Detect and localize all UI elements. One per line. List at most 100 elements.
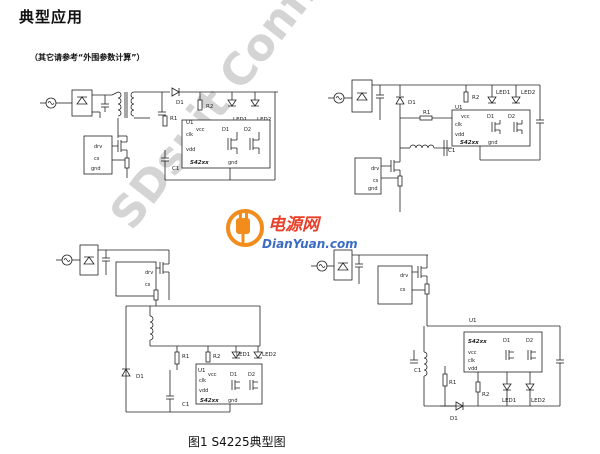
pin-gnd: gnd [228, 160, 238, 166]
pin-clk: clk [199, 378, 206, 384]
resistor-r2 [205, 351, 211, 363]
label-c1: C1 [172, 166, 179, 172]
pin-gnd: gnd [488, 140, 498, 146]
section-subheading: （其它请参考“外围参数计算”） [30, 53, 145, 62]
label-led2: LED2 [521, 90, 535, 96]
logo-en: DianYuan.com [262, 237, 358, 251]
pin-d1: D1 [222, 127, 229, 133]
pin-d1: D1 [503, 338, 510, 344]
ic-s42xx-1 [181, 119, 271, 169]
ctrl-pin-cs: cs [373, 178, 379, 184]
pin-clk: clk [455, 122, 462, 128]
ic-s42xx-3 [195, 363, 263, 405]
label-c1: C1 [182, 402, 189, 408]
pin-vdd: vdd [199, 388, 208, 394]
pin-vdd: vdd [468, 366, 477, 372]
ctrl-pin-cs: cs [94, 156, 100, 162]
bridge-rectifier [79, 244, 99, 276]
chip-name: S42xx [200, 398, 219, 404]
resistor-r1 [419, 115, 433, 121]
label-r2: R2 [206, 104, 213, 110]
resistor-r2 [463, 91, 469, 103]
circuit-1: D1 R1 R2 LED1 LED2 U1 clk vcc vdd [40, 87, 278, 181]
inductor [149, 315, 154, 341]
label-led2: LED2 [531, 398, 545, 404]
label-r1: R1 [449, 380, 456, 386]
chip-name: S42xx [190, 160, 209, 166]
label-led1: LED1 [502, 398, 516, 404]
controller-ic-3 [115, 261, 157, 297]
ctrl-pin-gnd: gnd [368, 186, 378, 192]
resistor-r2 [197, 99, 203, 111]
label-led2: LED2 [262, 352, 276, 358]
controller-ic-2 [354, 157, 382, 195]
label-r1: R1 [170, 116, 177, 122]
label-c1: C1 [448, 148, 455, 154]
transformer-primary [117, 91, 122, 117]
pin-d2: D2 [508, 114, 515, 120]
label-r1: R1 [182, 354, 189, 360]
resistor-r1 [162, 115, 168, 127]
led1-symbol [502, 383, 512, 391]
resistor-r2 [475, 381, 481, 393]
led2-symbol [511, 96, 521, 104]
pin-d1: D1 [487, 114, 494, 120]
resistor-r1 [174, 351, 180, 365]
led2-symbol [525, 383, 535, 391]
transformer-secondary [130, 91, 135, 117]
label-led1: LED1 [496, 90, 510, 96]
circuit-3: drv cs D1 R1 R2 [56, 244, 276, 413]
ctrl-pin-cs: cs [145, 282, 151, 288]
pin-d2: D2 [526, 338, 533, 344]
pin-vcc: vcc [196, 127, 205, 133]
section-heading: 典型应用 [19, 8, 84, 26]
pin-gnd: gnd [228, 398, 238, 404]
ctrl-pin-drv: drv [94, 144, 102, 150]
bridge-rectifier [71, 89, 93, 117]
watermark-text: SDsuit Confid [100, 0, 347, 239]
controller-ic-4 [377, 265, 413, 305]
diode-d1 [395, 96, 405, 105]
label-u1: U1 [469, 318, 477, 324]
bridge-rectifier [351, 79, 373, 113]
pin-vcc: vcc [468, 350, 477, 356]
label-d1: D1 [408, 100, 416, 106]
logo-ring [226, 209, 264, 247]
led1-symbol [487, 96, 497, 104]
bridge-rectifier [333, 249, 353, 281]
led2-symbol [253, 351, 263, 359]
label-u1: U1 [455, 105, 463, 111]
led2-symbol [250, 99, 260, 107]
label-c1: C1 [414, 368, 421, 374]
ctrl-pin-drv: drv [400, 273, 408, 279]
ctrl-pin-drv: drv [371, 166, 379, 172]
circuit-4: drv cs U1 C1 R1 [311, 249, 564, 422]
ctrl-pin-gnd: gnd [91, 166, 101, 172]
pin-d2: D2 [248, 372, 255, 378]
controller-ic-1 [83, 135, 113, 175]
chip-name: S42xx [460, 140, 479, 146]
label-d1: D1 [176, 100, 184, 106]
chip-name: S42xx [468, 339, 487, 345]
label-u1: U1 [198, 368, 206, 374]
label-r2: R2 [482, 392, 489, 398]
ic-s42xx-4 [463, 331, 543, 373]
pin-clk: clk [186, 132, 193, 138]
pin-vdd: vdd [455, 132, 464, 138]
label-d1: D1 [136, 374, 144, 380]
label-r2: R2 [472, 95, 479, 101]
resistor-r1 [442, 373, 448, 387]
diode-d1 [121, 368, 131, 377]
label-u1: U1 [186, 120, 194, 126]
label-r1: R1 [423, 110, 430, 116]
ctrl-pin-drv: drv [145, 270, 153, 276]
label-led1: LED1 [236, 352, 250, 358]
inductor [423, 351, 428, 377]
inductor [409, 144, 435, 149]
dianyuan-logo: 电源网 DianYuan.com [226, 209, 358, 251]
pin-vcc: vcc [208, 372, 217, 378]
diode-d1 [171, 87, 180, 97]
pin-vcc: vcc [461, 114, 470, 120]
